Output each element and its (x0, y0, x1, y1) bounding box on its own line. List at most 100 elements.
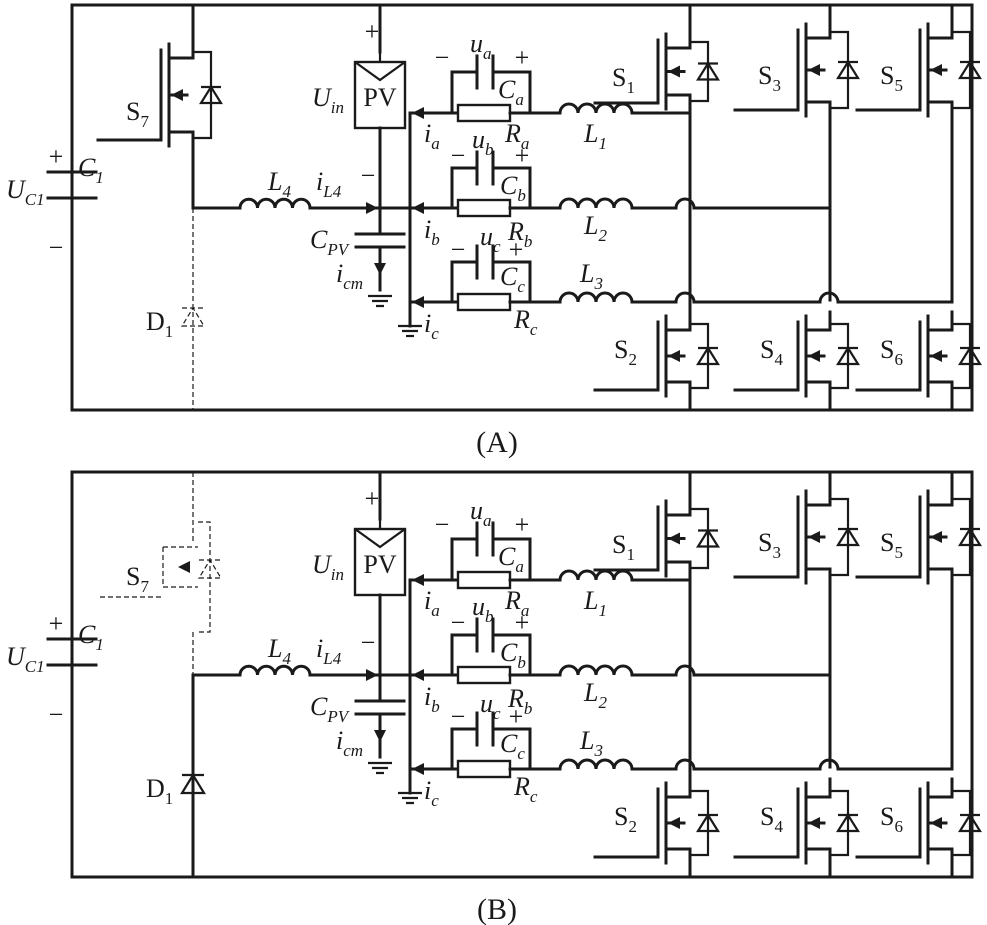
resistor-rc-icon (456, 759, 512, 779)
mosfet-drain (664, 777, 692, 799)
l4-label: L4 (267, 167, 291, 201)
rc-label: Rc (513, 772, 538, 806)
l3-label: L3 (579, 259, 603, 293)
mosfet-drain (926, 777, 954, 799)
inductor-coil (558, 197, 634, 210)
s5-label: S5 (880, 528, 903, 562)
current-arrow-icon (412, 763, 424, 775)
s3-label: S3 (758, 61, 781, 95)
cc-label: Cc (500, 262, 525, 296)
ground-icon (398, 324, 422, 338)
current-arrow-icon (374, 730, 386, 742)
current-arrow-icon (366, 669, 378, 681)
current-arrow-icon (412, 107, 424, 119)
diode-leads (952, 497, 972, 577)
ground-icon (368, 294, 392, 308)
uc1-label: UC1 (6, 642, 45, 676)
ic-label: ic (424, 309, 439, 343)
inductor-coil (558, 291, 634, 304)
diode-leads (952, 322, 972, 390)
diode-triangle (180, 306, 206, 327)
wire (450, 633, 532, 677)
plus-sign: + (515, 608, 530, 637)
plus-sign: + (49, 609, 64, 638)
ua-label: ua (470, 29, 492, 63)
mosfet-arrow (668, 532, 680, 545)
minus-sign: − (451, 141, 466, 170)
s6-label: S6 (880, 335, 903, 369)
diode-d1-icon (180, 306, 206, 327)
inductor-coil (558, 569, 634, 582)
mosfet-arrow (930, 64, 942, 76)
mosfet-arrow (808, 350, 820, 362)
icm-label: icm (336, 259, 363, 293)
il4-label: iL4 (316, 167, 342, 201)
plus-sign: + (515, 141, 530, 170)
diode-leads (830, 30, 850, 110)
mosfet-drain (926, 485, 954, 507)
l1-label: L1 (583, 119, 607, 153)
ground-bars (368, 294, 392, 308)
l2-label: L2 (583, 678, 607, 712)
phase-a (408, 54, 634, 123)
l3-label: L3 (579, 726, 603, 760)
pv-symbol (354, 519, 406, 549)
minus-sign: − (49, 700, 64, 729)
mosfet-arrow (668, 350, 680, 362)
inductor-coil (558, 102, 634, 115)
uc1-label: UC1 (6, 175, 45, 209)
rb-label: Rb (507, 684, 532, 718)
capacitor-cc-icon (475, 711, 495, 747)
ub-label: ub (472, 125, 494, 159)
s4-label: S4 (760, 802, 783, 836)
s4-label: S4 (760, 335, 783, 369)
mosfet-switch-icon (855, 777, 982, 869)
current-arrow-icon (412, 296, 424, 308)
capacitor-ca-icon (475, 54, 495, 90)
capacitor-cpv-icon (354, 206, 406, 292)
resistor-ra-icon (456, 570, 512, 590)
s5-label: S5 (880, 61, 903, 95)
mosfet-drain (804, 777, 832, 799)
minus-sign: − (49, 233, 64, 262)
mosfet-drain (804, 18, 832, 40)
current-arrow-icon (412, 202, 424, 214)
ia-label: ia (424, 119, 440, 153)
diode-d1-icon (180, 772, 206, 795)
mosfet-drain (664, 28, 692, 50)
diode-triangle (696, 61, 720, 81)
cb-label: Cb (500, 638, 526, 672)
mosfet-arrow (668, 817, 680, 829)
pv-symbol (354, 52, 406, 82)
minus-sign: − (435, 510, 450, 539)
wire (450, 260, 532, 304)
mosfet-source (664, 380, 692, 402)
diode-triangle (696, 812, 720, 833)
uc-label: uc (480, 689, 501, 723)
s1-label: S1 (612, 530, 635, 564)
diode-triangle (836, 59, 860, 80)
rb-label: Rb (507, 217, 532, 251)
ground-bars (398, 324, 422, 338)
diode-leads (690, 507, 710, 570)
capacitor-cpv-icon (354, 673, 406, 759)
s7-label: S7 (126, 97, 149, 131)
phase-a (408, 521, 634, 590)
ra-label: Ra (504, 586, 529, 620)
diode-triangle (836, 812, 860, 833)
plus-sign: + (365, 17, 380, 46)
mosfet-switch-icon (855, 310, 982, 402)
mosfet-drain (664, 495, 692, 517)
ua-label: ua (470, 496, 492, 530)
diode-triangle (958, 526, 982, 547)
mosfet-arrow (808, 817, 820, 829)
s7-branch (96, 3, 223, 410)
current-arrow-icon (366, 202, 378, 214)
ground-icon (398, 791, 422, 805)
diode-leads (690, 40, 710, 103)
ib-label: ib (424, 215, 440, 249)
phase-b (408, 617, 634, 685)
